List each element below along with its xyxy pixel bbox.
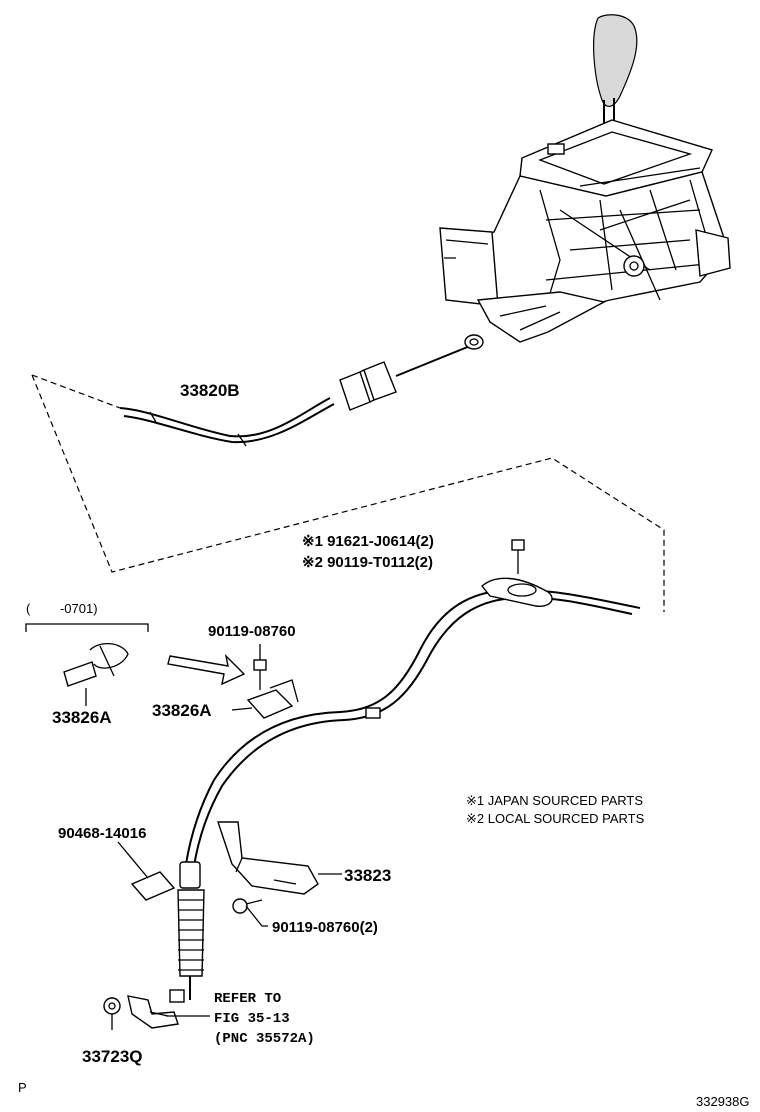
label-clip: 90468-14016	[58, 825, 146, 842]
legend-local: ※2 LOCAL SOURCED PARTS	[466, 811, 645, 826]
label-bolt-top: 90119-08760	[208, 623, 296, 640]
bracket-left-part	[63, 643, 129, 687]
grommet-part	[103, 997, 121, 1015]
shift-lever-assembly	[439, 14, 731, 343]
bolt-top-part	[253, 659, 267, 690]
label-bracket-left: 33826A	[52, 708, 112, 727]
label-cable: 33820B	[180, 381, 240, 400]
label-local-sourced: ※2 90119-T0112(2)	[302, 554, 433, 571]
bolt-bottom-part	[232, 898, 263, 914]
clip-part	[130, 871, 176, 901]
bracket-bottom-part	[127, 995, 179, 1029]
figure-id: 332938G	[696, 1094, 750, 1109]
label-date-range: ( -0701)	[26, 601, 98, 616]
corner-mark: P	[18, 1080, 27, 1095]
arrow-indicator	[167, 653, 246, 686]
legend-japan: ※1 JAPAN SOURCED PARTS	[466, 793, 643, 808]
shift-cable-lower	[169, 539, 641, 1003]
dashed-outline	[31, 374, 665, 612]
date-bracket	[25, 623, 149, 632]
bracket-mid-part	[246, 679, 299, 719]
leader-clip	[117, 841, 149, 879]
bracket-right-part	[217, 821, 319, 895]
label-japan-sourced: ※1 91621-J0614(2)	[302, 533, 434, 550]
leader-bolt-bottom	[245, 905, 268, 927]
reference-line-3: (PNC 35572A)	[214, 1031, 315, 1047]
reference-line-1: REFER TO	[214, 991, 281, 1007]
label-grommet: 33723Q	[82, 1047, 143, 1066]
leader-bracket-mid	[231, 707, 253, 711]
reference-line-2: FIG 35-13	[214, 1011, 290, 1027]
label-bracket-right: 33823	[344, 866, 391, 885]
shift-cable-upper	[119, 334, 484, 447]
label-bracket-mid: 33826A	[152, 701, 212, 720]
leader-reference	[149, 1011, 210, 1017]
label-bolt-bottom: 90119-08760(2)	[272, 919, 378, 936]
